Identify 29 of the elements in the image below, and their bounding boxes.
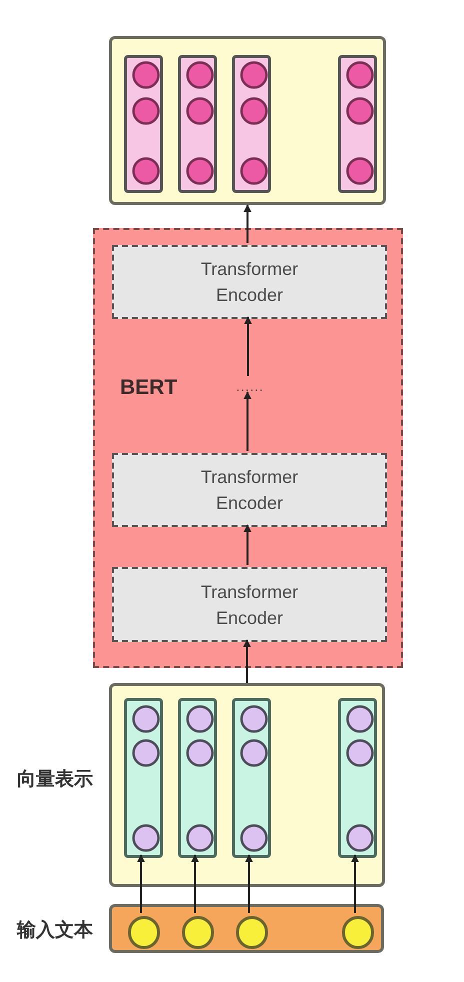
embedding-vector-column	[232, 698, 271, 858]
encoder-box	[112, 567, 387, 642]
arrow	[244, 524, 252, 565]
output-vector-column	[232, 55, 271, 193]
arrow	[137, 854, 145, 913]
embedding-vector-column	[338, 698, 377, 858]
encoder-label: Transformer Encoder	[200, 466, 300, 515]
encoder-box	[112, 453, 387, 527]
output-vector-column	[178, 55, 217, 193]
bert-container	[93, 228, 403, 668]
output-vector-column	[338, 55, 377, 193]
embedding-vector-column	[124, 698, 163, 858]
output-vector-column	[124, 55, 163, 193]
output-panel	[109, 36, 386, 205]
ellipsis-text: ......	[236, 380, 264, 392]
arrow	[244, 391, 252, 451]
arrow	[245, 854, 253, 913]
model-label: BERT	[120, 375, 178, 401]
arrow	[351, 854, 359, 913]
row-label: 向量表示	[17, 768, 94, 792]
encoder-label: Transformer Encoder	[200, 258, 300, 307]
arrow	[244, 204, 252, 243]
encoder-label: Transformer Encoder	[200, 580, 300, 630]
row-label: 输入文本	[17, 918, 94, 943]
arrow	[243, 639, 251, 683]
arrow	[191, 854, 199, 913]
encoder-box	[112, 245, 387, 319]
embedding-vector-column	[178, 698, 217, 858]
arrow	[244, 316, 252, 376]
